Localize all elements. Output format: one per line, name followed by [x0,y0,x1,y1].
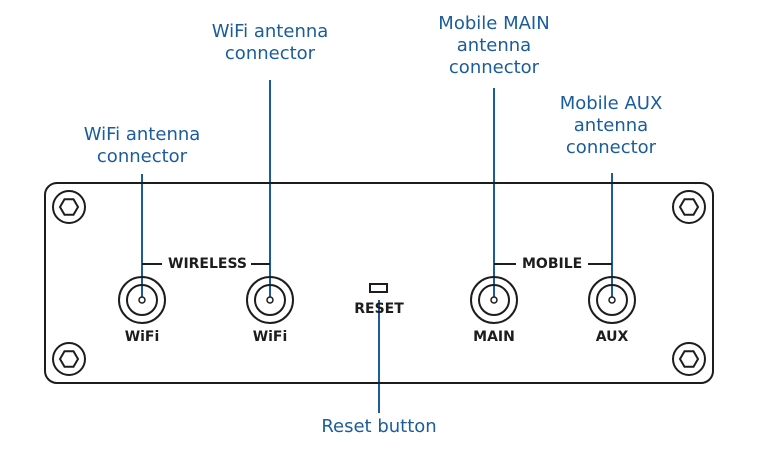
reset-callout: Reset button [299,416,459,438]
callout-line: Mobile AUX [559,93,663,114]
wifi-right-callout: WiFi antenna connector [190,21,350,65]
callout-line: antenna [456,35,532,56]
wireless-group-label: WIRELESS [164,256,252,272]
wifi-port-label: WiFi [124,329,160,345]
hex-screw-icon [672,190,706,224]
wifi-port-label: WiFi [252,329,288,345]
callout-line: Reset button [321,416,437,437]
hex-screw-icon [672,342,706,376]
sma-connector-icon [588,276,636,324]
mobile-aux-callout: Mobile AUX antenna connector [526,93,696,159]
callout-line: WiFi antenna [83,124,201,145]
sma-connector-icon [246,276,294,324]
callout-line: connector [565,137,657,158]
mobile-main-callout: Mobile MAIN antenna connector [404,13,584,79]
hex-screw-icon [52,190,86,224]
callout-line: connector [96,146,188,167]
main-port-label: MAIN [473,329,515,345]
callout-line: Mobile MAIN [438,13,550,34]
sma-connector-icon [470,276,518,324]
device-body [44,182,714,384]
reset-label: RESET [354,301,404,317]
sma-connector-icon [118,276,166,324]
callout-line: antenna [573,115,649,136]
mobile-group-label: MOBILE [518,256,587,272]
callout-line: connector [224,43,316,64]
reset-button-icon [369,283,388,293]
callout-line: connector [448,57,540,78]
callout-line: WiFi antenna [211,21,329,42]
aux-port-label: AUX [595,329,629,345]
hex-screw-icon [52,342,86,376]
wifi-left-callout: WiFi antenna connector [62,124,222,168]
